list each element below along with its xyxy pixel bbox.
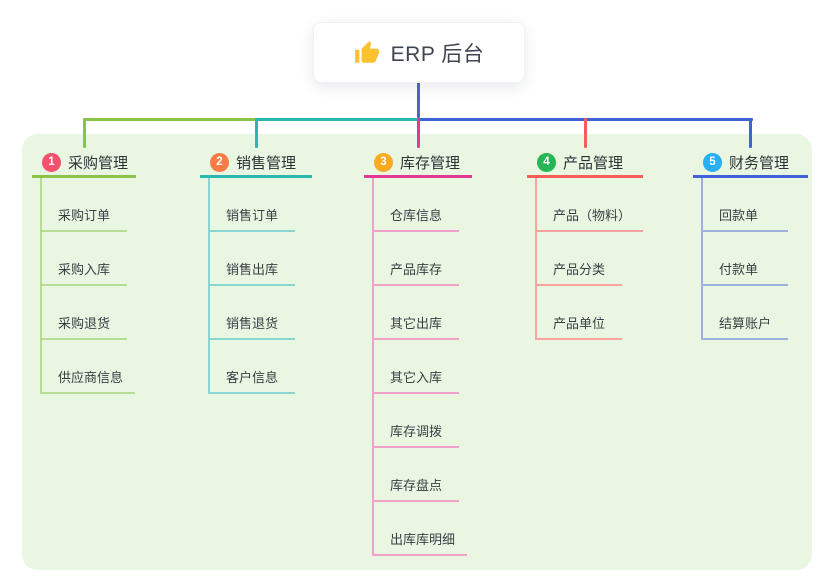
child-row: 供应商信息 [42,340,136,394]
child-row: 客户信息 [210,340,312,394]
connector-branch-drop [254,118,258,148]
child-node[interactable]: 产品分类 [537,259,622,286]
branch-node[interactable]: 2 销售管理 [200,150,312,178]
child-node[interactable]: 采购退货 [42,313,127,340]
child-row: 销售退货 [210,286,312,340]
child-node[interactable]: 结算账户 [703,313,788,340]
branch-children: 回款单付款单结算账户 [701,178,808,340]
connector-branch-drop [82,118,86,148]
child-row: 库存盘点 [374,448,472,502]
branch-node[interactable]: 5 财务管理 [693,150,808,178]
branch-node[interactable]: 1 采购管理 [32,150,136,178]
child-row: 销售订单 [210,178,312,232]
branch-number-badge: 1 [42,153,61,172]
child-node[interactable]: 销售出库 [210,259,295,286]
branch-number-badge: 4 [537,153,556,172]
branch: 1 采购管理采购订单采购入库采购退货供应商信息 [32,150,136,394]
branch-label: 采购管理 [68,155,129,172]
branch-number-badge: 5 [703,153,722,172]
child-row: 产品库存 [374,232,472,286]
branch-label: 产品管理 [563,155,624,172]
branch-number-badge: 3 [374,153,393,172]
child-row: 采购订单 [42,178,136,232]
child-node[interactable]: 其它入库 [374,367,459,394]
child-row: 产品（物料） [537,178,643,232]
child-row: 采购退货 [42,286,136,340]
child-node[interactable]: 销售订单 [210,205,295,232]
child-node[interactable]: 产品（物料） [537,205,643,232]
connector-bus-segment [84,118,256,121]
child-node[interactable]: 采购订单 [42,205,127,232]
child-node[interactable]: 其它出库 [374,313,459,340]
child-row: 其它入库 [374,340,472,394]
branch: 5 财务管理回款单付款单结算账户 [693,150,808,340]
connector-branch-drop [416,118,420,148]
thumbs-up-icon [354,40,379,63]
child-node[interactable]: 产品单位 [537,313,622,340]
root-title: ERP 后台 [390,42,485,66]
branch-number-badge: 2 [210,153,229,172]
child-node[interactable]: 库存调拨 [374,421,459,448]
branch-node[interactable]: 4 产品管理 [527,150,643,178]
branch-children: 产品（物料） 产品分类产品单位 [535,178,643,340]
branches-panel [22,134,812,570]
branch-children: 销售订单销售出库销售退货客户信息 [208,178,312,394]
branch-children: 采购订单采购入库采购退货供应商信息 [40,178,136,394]
child-row: 回款单 [703,178,808,232]
child-node[interactable]: 销售退货 [210,313,295,340]
mindmap-root-node[interactable]: ERP 后台 [313,22,525,83]
connector-bus-segment [256,118,418,121]
child-row: 仓库信息 [374,178,472,232]
child-row: 采购入库 [42,232,136,286]
branch-node[interactable]: 3 库存管理 [364,150,472,178]
child-row: 结算账户 [703,286,808,340]
child-row: 销售出库 [210,232,312,286]
child-node[interactable]: 回款单 [703,205,788,232]
branch-label: 销售管理 [236,155,297,172]
child-row: 其它出库 [374,286,472,340]
branch: 4 产品管理产品（物料） 产品分类产品单位 [527,150,643,340]
branch: 3 库存管理仓库信息产品库存其它出库其它入库库存调拨库存盘点出库库明细 [364,150,472,556]
child-node[interactable]: 付款单 [703,259,788,286]
child-node[interactable]: 采购入库 [42,259,127,286]
child-node[interactable]: 库存盘点 [374,475,459,502]
child-node[interactable]: 供应商信息 [42,367,136,394]
child-row: 库存调拨 [374,394,472,448]
connector-branch-drop [749,118,752,148]
child-row: 出库库明细 [374,502,472,556]
branch-label: 财务管理 [729,155,790,172]
child-node[interactable]: 仓库信息 [374,205,459,232]
child-row: 付款单 [703,232,808,286]
connector-branch-drop [583,118,587,148]
branch: 2 销售管理销售订单销售出库销售退货客户信息 [200,150,312,394]
child-row: 产品单位 [537,286,643,340]
child-row: 产品分类 [537,232,643,286]
child-node[interactable]: 出库库明细 [374,529,468,556]
connector-root-drop [416,81,420,118]
child-node[interactable]: 客户信息 [210,367,295,394]
child-node[interactable]: 产品库存 [374,259,459,286]
branch-label: 库存管理 [400,155,461,172]
branch-children: 仓库信息产品库存其它出库其它入库库存调拨库存盘点出库库明细 [372,178,472,556]
